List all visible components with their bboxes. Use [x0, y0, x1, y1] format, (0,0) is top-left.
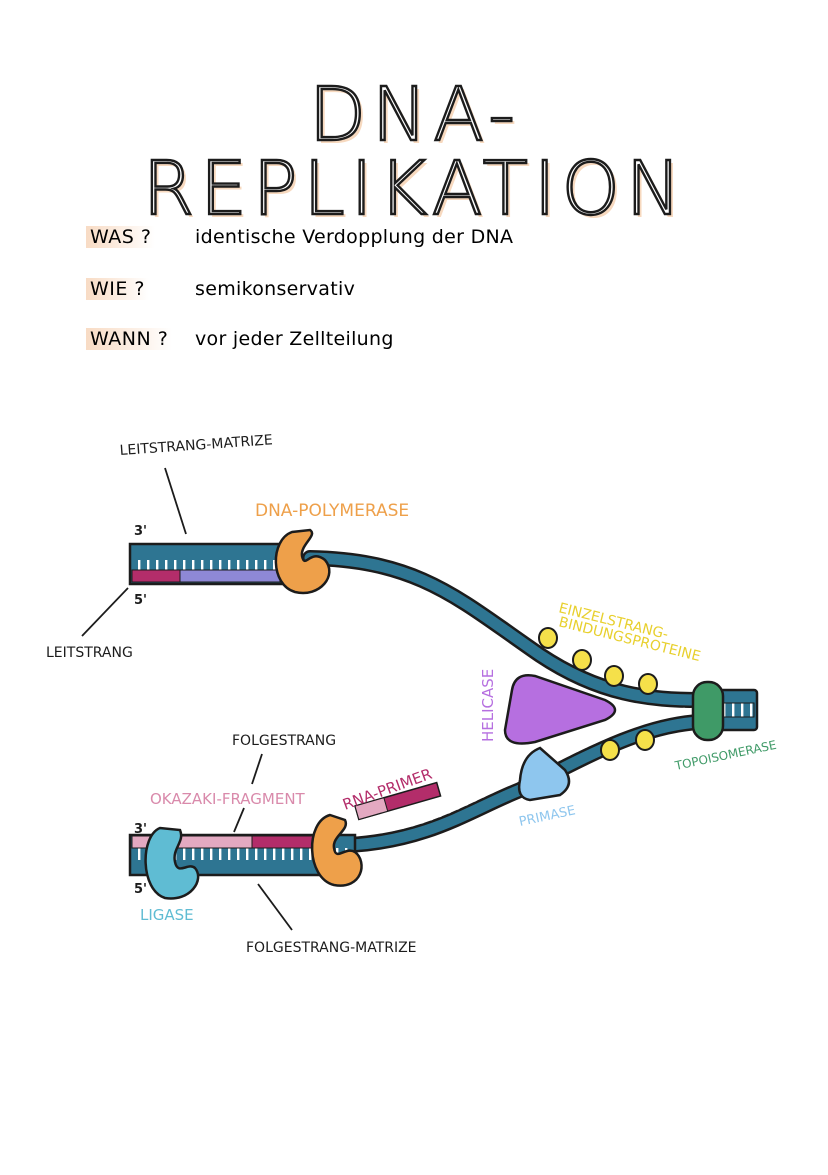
label-dna-polymerase: DNA-POLYMERASE [255, 501, 409, 521]
label-folgestrang-matrize: FOLGESTRANG-MATRIZE [246, 940, 417, 956]
label-ligase: LIGASE [140, 906, 194, 924]
leading-template-strand [302, 550, 708, 716]
label-folgestrang: FOLGESTRANG [232, 733, 336, 749]
label-helicase: HELICASE [479, 669, 497, 742]
label-three-prime-bottom: 3' [134, 822, 147, 837]
label-three-prime-top: 3' [134, 524, 147, 539]
dna-polymerase-bottom [310, 813, 363, 887]
question-label: WIE ? [86, 278, 150, 300]
answer-wie: semikonservativ [195, 278, 356, 300]
question-was: WAS ? [86, 226, 156, 248]
question-label: WAS ? [86, 226, 156, 248]
label-leitstrang: LEITSTRANG [46, 645, 133, 661]
label-five-prime-top: 5' [134, 593, 147, 608]
answer-was: identische Verdopplung der DNA [195, 226, 514, 248]
label-primase: PRIMASE [518, 803, 577, 830]
label-topoisomerase: TOPOISOMERASE [673, 738, 778, 773]
label-five-prime-bottom: 5' [134, 882, 147, 897]
question-wann: WANN ? [86, 328, 173, 350]
ligase-shape [144, 826, 200, 900]
leader-lines [81, 467, 293, 931]
leading-duplex [128, 542, 292, 586]
dna-polymerase-top [274, 528, 331, 595]
primase-shape [517, 746, 571, 802]
answer-wann: vor jeder Zellteilung [195, 328, 394, 350]
label-okazaki-fragment: OKAZAKI-FRAGMENT [150, 790, 306, 808]
question-wie: WIE ? [86, 278, 150, 300]
question-label: WANN ? [86, 328, 173, 350]
topoisomerase-shape [691, 680, 725, 742]
ssb-proteins [538, 627, 658, 761]
helicase-shape [503, 674, 617, 745]
page-title: DNA-REPLIKATION [142, 72, 688, 232]
label-leitstrang-matrize: LEITSTRANG-MATRIZE [119, 432, 273, 459]
